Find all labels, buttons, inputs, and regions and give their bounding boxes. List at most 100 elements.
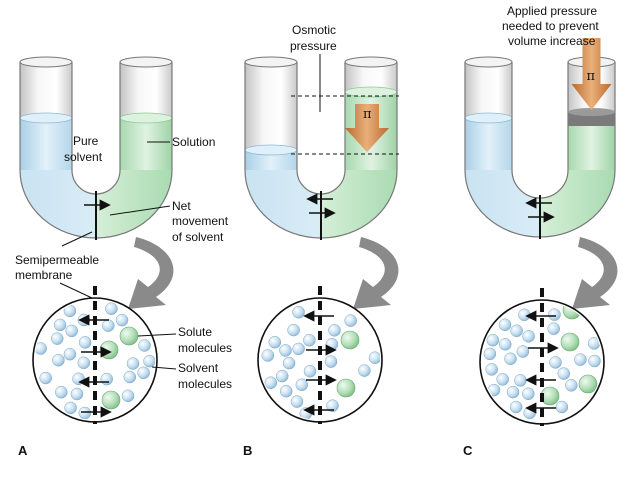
solvent-molecule: [588, 354, 601, 368]
solute-molecule: [560, 332, 580, 352]
solvent-molecule: [368, 351, 380, 364]
solvent-molecule: [483, 347, 497, 361]
label-volume: volume increase: [508, 34, 596, 48]
solvent-molecule: [303, 333, 316, 347]
solvent-molecule: [100, 372, 113, 386]
solvent-molecule: [55, 385, 68, 399]
solute-molecule: [99, 340, 119, 360]
solvent-molecule: [290, 395, 304, 408]
panel-a: A: [18, 56, 174, 458]
solvent-molecule: [78, 336, 92, 349]
label-movement: movement: [172, 214, 229, 228]
pi-symbol: π: [587, 69, 596, 84]
piston-top: [568, 108, 615, 116]
solvent-molecule: [64, 401, 77, 415]
panel-letter-a: A: [18, 443, 28, 458]
solvent-molecule: [123, 370, 137, 384]
label-needed: needed to prevent: [502, 19, 599, 33]
solvent-molecule: [522, 387, 535, 401]
label-net: Net: [172, 199, 191, 213]
solvent-molecule: [557, 367, 571, 380]
solvent-molecule: [65, 324, 78, 338]
solvent-molecule: [325, 337, 339, 351]
solvent-molecule: [138, 339, 151, 352]
solvent-molecule: [506, 385, 520, 399]
solvent-molecule: [287, 323, 300, 337]
solvent-molecule: [547, 322, 560, 335]
solvent-molecule: [268, 335, 282, 349]
solvent-molecule: [344, 314, 357, 327]
left-rim: [244, 56, 298, 68]
label-semipermeable: Semipermeable: [15, 253, 99, 267]
solvent-molecule: [328, 324, 341, 337]
solvent-molecule: [52, 353, 65, 367]
molecules: [35, 302, 155, 420]
solvent-molecule: [486, 333, 500, 347]
label-solute: Solute: [178, 325, 212, 339]
pi-symbol: π: [363, 107, 372, 122]
left-liquid: [20, 118, 72, 170]
magnify-arrow: [353, 237, 399, 309]
panel-b: πB: [243, 56, 399, 458]
label-solvent-molecules: molecules: [178, 377, 232, 391]
solvent-molecule: [50, 332, 64, 345]
right-liquid: [120, 118, 172, 170]
solvent-molecule: [516, 345, 530, 358]
solvent-molecule: [279, 384, 293, 398]
solvent-molecule: [326, 399, 339, 412]
solvent-molecule: [358, 364, 371, 377]
solvent-molecule: [548, 308, 561, 321]
solvent-molecule: [72, 372, 85, 386]
solvent-molecule: [549, 356, 562, 369]
label-pure: Pure: [73, 134, 99, 148]
solvent-molecule: [264, 376, 278, 389]
left-rim: [19, 56, 73, 68]
solvent-molecule: [121, 389, 135, 403]
solvent-molecule: [292, 342, 305, 356]
solvent-molecule: [53, 318, 67, 332]
label-membrane: membrane: [15, 268, 73, 282]
solvent-molecule: [295, 378, 309, 392]
right-rim: [119, 56, 173, 68]
left-surface: [244, 144, 298, 156]
solvent-molecule: [498, 318, 512, 332]
solvent-molecule: [522, 330, 535, 343]
label-solvent: solvent: [64, 150, 103, 164]
panel-b-labels: Osmotic pressure: [290, 23, 337, 112]
label-solution: Solution: [172, 135, 215, 149]
left-surface: [19, 112, 73, 124]
solute-molecule: [578, 374, 598, 394]
solvent-molecule: [126, 357, 140, 370]
solvent-molecule: [105, 302, 118, 315]
solvent-molecule: [510, 324, 523, 338]
panel-a-labels: Pure solvent Solution Net movement of so…: [15, 134, 232, 391]
label-solute-molecules: molecules: [178, 341, 232, 355]
panel-letter-b: B: [243, 443, 252, 458]
panel-c: πC: [463, 38, 618, 458]
right-surface: [119, 112, 173, 124]
solvent-molecule: [514, 374, 527, 387]
label-pressure: pressure: [290, 39, 337, 53]
molecules: [261, 305, 380, 420]
solvent-molecule: [63, 347, 77, 361]
solute-molecule: [336, 378, 356, 398]
left-tube-glass: [20, 62, 72, 118]
left-rim: [464, 56, 513, 68]
label-osmotic: Osmotic: [292, 23, 336, 37]
solvent-molecule: [282, 356, 296, 370]
applied-pressure-arrow: [571, 38, 612, 110]
solvent-molecule: [324, 355, 338, 368]
solvent-molecule: [35, 342, 47, 355]
solute-molecule: [340, 330, 360, 350]
magnify-arrow: [572, 237, 618, 309]
magnify-arrow: [128, 237, 174, 309]
solvent-molecule: [261, 349, 275, 362]
solvent-molecule: [279, 344, 292, 357]
piston: [568, 112, 615, 126]
left-tube-glass: [245, 62, 297, 150]
solute-molecule: [119, 326, 139, 346]
solvent-molecule: [574, 353, 587, 366]
label-applied: Applied pressure: [507, 4, 597, 18]
panel-letter-c: C: [463, 443, 473, 458]
